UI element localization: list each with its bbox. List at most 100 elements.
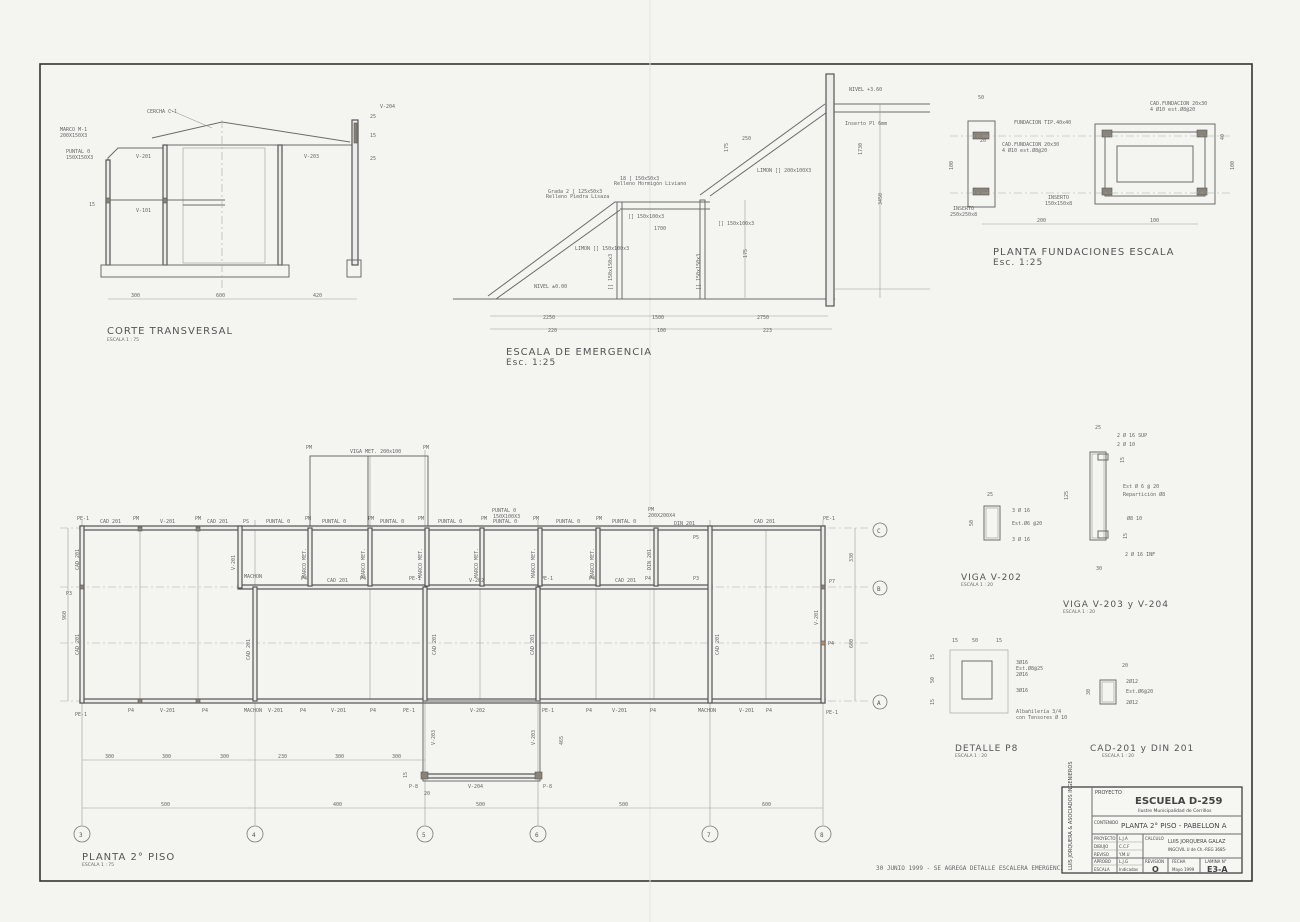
label: 2Ø12 [1126, 699, 1138, 706]
label: 200X150X3 [60, 133, 87, 139]
label: P-8 [409, 784, 418, 790]
sheet-content: PLANTA 2° PISO - PABELLON A [1121, 822, 1227, 830]
view-title: DETALLE P8 [955, 744, 1018, 754]
label: FUNDACION TIP.40x40 [1014, 120, 1071, 126]
label: 15 [1120, 457, 1126, 463]
label: APROBO [1094, 859, 1111, 864]
label: 25 [987, 492, 993, 498]
view-title: PLANTA 2° PISO [82, 852, 175, 863]
label: V-201 [814, 610, 820, 625]
label: Inserto Pl 6mm [845, 121, 887, 127]
label: 15 [930, 654, 936, 660]
label: CAD 201 [207, 519, 228, 525]
label: 50 [930, 677, 936, 683]
axis-bubbles: 3 4 5 6 7 8 C B A [73, 522, 888, 843]
dimension: 300 [335, 754, 344, 760]
label: P4 [301, 576, 307, 582]
label: P4 [202, 708, 208, 714]
label: V-201 [268, 708, 283, 714]
label: MARCO MET. [474, 548, 480, 578]
label: V-101 [136, 208, 151, 214]
label: PROYECTO [1094, 836, 1115, 841]
viga-v202-section: 3 Ø 16 Est.Ø6 @20 3 Ø 16 25 50 VIGA V-20… [961, 492, 1042, 588]
planta-2-piso: PE-1 CAD 201 PM V-201 PM CAD 201 PS PUNT… [60, 445, 888, 868]
project-name: ESCUELA D-259 [1135, 796, 1222, 807]
plan-mid-labels: MACHON P4 CAD 201 P4 PE-1 V-202 PE-1 P4 … [66, 535, 835, 597]
label: REVISO [1094, 852, 1109, 857]
dimension: 300 [220, 754, 229, 760]
label: 15 [996, 638, 1002, 644]
view-scale: ESCALA 1 : 20 [961, 582, 993, 588]
label: P4 [370, 708, 376, 714]
label: 2 Ø 10 [1117, 441, 1135, 448]
label: 175 [724, 143, 730, 152]
label: PE-1 [75, 712, 87, 718]
label: [] 150x150x3 [696, 254, 702, 290]
label: PM [306, 445, 312, 451]
label: PS [243, 519, 249, 525]
label: PM [133, 516, 139, 522]
label: 3Ø16 [1016, 659, 1028, 666]
dimension: 100 [1150, 218, 1159, 224]
view-scale: ESCALA 1 : 20 [1063, 609, 1095, 615]
label: PM [481, 516, 487, 522]
label: V-201 [331, 708, 346, 714]
label: PUNTAL 0 [66, 149, 90, 155]
view-title: ESCALA DE EMERGENCIA [506, 347, 652, 358]
label: P3 [66, 591, 72, 597]
label: 15 [1123, 533, 1129, 539]
label: VIGA MET. 200x100 [350, 449, 401, 455]
label: PUNTAL 0 [322, 519, 346, 525]
label: Est.Ø8@25 [1016, 665, 1043, 672]
label: PROYECTO [1095, 790, 1122, 796]
label: CAD 201 [100, 519, 121, 525]
dimension: 600 [849, 639, 855, 648]
label: CAD 201 [754, 519, 775, 525]
label: 465 [559, 736, 565, 745]
revision-note: 30 JUNIO 1999 - SE AGREGA DETALLE ESCALE… [876, 865, 1068, 872]
label: Relleno Piedra Lisaza [546, 194, 609, 200]
detalle-p8: 3Ø16 Est.Ø8@25 2Ø16 3Ø16 Albañilería 3/4… [930, 638, 1067, 759]
label: PUNTAL 0 [266, 519, 290, 525]
label: V-204 [468, 784, 483, 790]
label: 2 Ø 16 SUP [1117, 432, 1147, 439]
label: Relleno Hormigón Liviano [614, 180, 686, 187]
label: V-201 [739, 708, 754, 714]
label: 150X150X3 [66, 155, 93, 161]
cad201-section: 2Ø12 Est.Ø6@20 2Ø12 20 30 CAD-201 y DIN … [1086, 663, 1193, 759]
label: Est Ø 6 @ 20 [1123, 483, 1159, 490]
label: NIVEL +3.60 [849, 87, 882, 93]
axis-label: 3 [79, 832, 83, 839]
label: PE-1 [541, 576, 553, 582]
label: 50 [972, 638, 978, 644]
dimension: 330 [849, 553, 855, 562]
label: MARCO MET. [418, 548, 424, 578]
label: V-201 [160, 519, 175, 525]
label: Repartición Ø8 [1123, 491, 1165, 498]
label: PUNTAL 0 [492, 508, 516, 514]
plan-upper-labels: PM VIGA MET. 200x100 PM PUNTAL 0 150X100… [306, 445, 675, 520]
label: 15 [89, 202, 95, 208]
dimension: 40 [1220, 134, 1226, 140]
label: LIMON [] 200x100X3 [757, 168, 811, 174]
label: CAD 201 [432, 634, 438, 655]
dimension: 100 [949, 161, 955, 170]
label: V-203 [431, 730, 437, 745]
axis-label: 8 [820, 832, 824, 839]
label: PM [533, 516, 539, 522]
label: CAD 201 [715, 634, 721, 655]
label: V-202 [469, 578, 484, 584]
dimension: 230 [278, 754, 287, 760]
view-scale: ESCALA 1 : 75 [82, 862, 114, 868]
label: MACHON [244, 708, 262, 714]
view-scale: Esc. 1:25 [506, 358, 556, 368]
label: 125 [1064, 491, 1070, 500]
label: 50 [969, 520, 975, 526]
label: 25 [1095, 425, 1101, 431]
label: MARCO MET. [361, 548, 367, 578]
label: P4 [300, 708, 306, 714]
label: PM [195, 516, 201, 522]
sheet-number: E3-A [1207, 865, 1228, 874]
label: 20 [424, 791, 430, 797]
dimension: 960 [62, 611, 68, 620]
